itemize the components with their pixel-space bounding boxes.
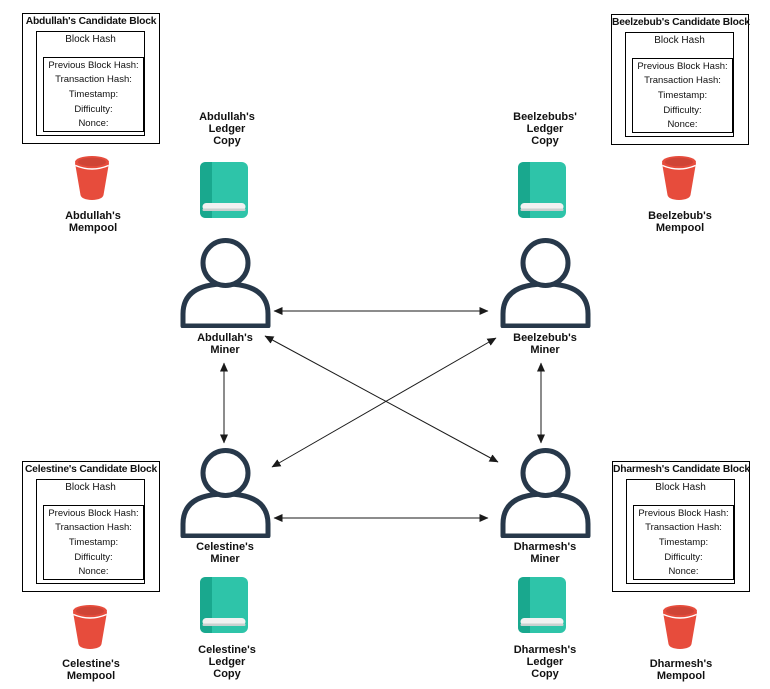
block-fields-box: Previous Block Hash: Transaction Hash: T…	[632, 58, 733, 133]
ledger-label-line: Ledger	[526, 656, 564, 668]
mempool-label-line: Beelzebub's	[648, 210, 712, 222]
mempool-icon-abdullah	[74, 155, 110, 201]
miner-icon-beelzebub	[500, 236, 592, 328]
field-transaction-hash: Transaction Hash:	[645, 522, 722, 534]
candidate-block-abdullah: Abdullah's Candidate Block Block Hash Pr…	[22, 13, 160, 144]
mempool-label-line: Mempool	[66, 670, 116, 682]
ledger-book-icon-abdullah	[200, 162, 248, 218]
mempool-label-line: Mempool	[68, 222, 118, 234]
candidate-block-title: Dharmesh's Candidate Block	[613, 464, 750, 475]
block-hash-label: Block Hash	[65, 34, 116, 45]
ledger-label-line: Ledger	[526, 123, 564, 135]
field-previous-block-hash: Previous Block Hash:	[48, 507, 139, 519]
ledger-label-abdullah: Abdullah's Ledger Copy	[199, 111, 255, 147]
ledger-book-icon-celestine	[200, 577, 248, 633]
block-fields-box: Previous Block Hash: Transaction Hash: T…	[43, 57, 144, 132]
miner-icon-abdullah	[180, 236, 272, 328]
ledger-label-line: Ledger	[208, 123, 246, 135]
arrow-beelzebub-celestine	[271, 337, 497, 468]
ledger-label-beelzebub: Beelzebubs' Ledger Copy	[513, 111, 577, 147]
field-previous-block-hash: Previous Block Hash:	[638, 507, 729, 519]
block-hash-box: Block Hash Previous Block Hash: Transact…	[36, 479, 145, 584]
candidate-block-title: Celestine's Candidate Block	[24, 464, 158, 475]
field-previous-block-hash: Previous Block Hash:	[48, 59, 139, 71]
mempool-label-dharmesh: Dharmesh's Mempool	[650, 658, 713, 682]
block-hash-box: Block Hash Previous Block Hash: Transact…	[625, 32, 734, 137]
ledger-label-dharmesh: Dharmesh's Ledger Copy	[514, 644, 577, 680]
mempool-label-celestine: Celestine's Mempool	[62, 658, 120, 682]
block-hash-label: Block Hash	[65, 482, 116, 493]
ledger-label-line: Abdullah's	[199, 111, 255, 123]
mempool-label-beelzebub: Beelzebub's Mempool	[648, 210, 712, 234]
miner-label-line: Miner	[530, 344, 560, 356]
field-timestamp: Timestamp:	[68, 536, 119, 548]
field-difficulty: Difficulty:	[74, 551, 113, 563]
field-nonce: Nonce:	[78, 566, 109, 578]
mempool-label-abdullah: Abdullah's Mempool	[65, 210, 121, 234]
miner-label-line: Celestine's	[196, 541, 254, 553]
field-difficulty: Difficulty:	[74, 103, 113, 115]
field-difficulty: Difficulty:	[664, 551, 703, 563]
miner-icon-celestine	[180, 446, 272, 538]
miner-label-line: Miner	[530, 553, 560, 565]
candidate-block-dharmesh: Dharmesh's Candidate Block Block Hash Pr…	[612, 461, 750, 592]
field-nonce: Nonce:	[78, 118, 109, 130]
field-transaction-hash: Transaction Hash:	[55, 74, 132, 86]
ledger-label-line: Ledger	[208, 656, 246, 668]
ledger-label-line: Beelzebubs'	[513, 111, 577, 123]
ledger-label-line: Copy	[531, 668, 559, 680]
mempool-icon-beelzebub	[661, 155, 697, 201]
miner-label-celestine: Celestine's Miner	[196, 541, 254, 565]
field-timestamp: Timestamp:	[658, 536, 709, 548]
ledger-label-line: Dharmesh's	[513, 644, 577, 656]
block-hash-box: Block Hash Previous Block Hash: Transact…	[626, 479, 735, 584]
ledger-label-line: Celestine's	[198, 644, 256, 656]
candidate-block-beelzebub: Beelzebub's Candidate Block Block Hash P…	[611, 14, 750, 145]
mempool-label-line: Celestine's	[62, 658, 120, 670]
ledger-book-icon-beelzebub	[518, 162, 566, 218]
ledger-label-line: Copy	[213, 668, 241, 680]
mempool-icon-celestine	[72, 604, 108, 650]
candidate-block-title: Abdullah's Candidate Block	[25, 16, 157, 27]
field-transaction-hash: Transaction Hash:	[55, 522, 132, 534]
miner-label-dharmesh: Dharmesh's Miner	[514, 541, 577, 565]
field-nonce: Nonce:	[668, 566, 699, 578]
ledger-label-celestine: Celestine's Ledger Copy	[198, 644, 256, 680]
miner-label-abdullah: Abdullah's Miner	[197, 332, 253, 356]
miner-label-line: Miner	[210, 553, 240, 565]
miner-label-beelzebub: Beelzebub's Miner	[513, 332, 577, 356]
field-timestamp: Timestamp:	[657, 89, 708, 101]
field-timestamp: Timestamp:	[68, 88, 119, 100]
block-fields-box: Previous Block Hash: Transaction Hash: T…	[43, 505, 144, 580]
field-transaction-hash: Transaction Hash:	[644, 75, 721, 87]
arrow-abdullah-dharmesh	[264, 335, 499, 463]
mempool-label-line: Dharmesh's	[649, 658, 713, 670]
block-hash-label: Block Hash	[655, 482, 706, 493]
miner-label-line: Beelzebub's	[513, 332, 577, 344]
field-difficulty: Difficulty:	[663, 104, 702, 116]
block-hash-label: Block Hash	[654, 35, 705, 46]
candidate-block-title: Beelzebub's Candidate Block	[612, 17, 750, 28]
miner-label-line: Dharmesh's	[513, 541, 577, 553]
field-previous-block-hash: Previous Block Hash:	[637, 60, 728, 72]
block-hash-box: Block Hash Previous Block Hash: Transact…	[36, 31, 145, 136]
mempool-label-line: Mempool	[655, 222, 705, 234]
ledger-label-line: Copy	[531, 135, 559, 147]
mempool-label-line: Abdullah's	[65, 210, 121, 222]
miner-label-line: Miner	[210, 344, 240, 356]
field-nonce: Nonce:	[667, 119, 698, 131]
mempool-label-line: Mempool	[656, 670, 706, 682]
block-fields-box: Previous Block Hash: Transaction Hash: T…	[633, 505, 734, 580]
ledger-book-icon-dharmesh	[518, 577, 566, 633]
ledger-label-line: Copy	[213, 135, 241, 147]
candidate-block-celestine: Celestine's Candidate Block Block Hash P…	[22, 461, 160, 592]
miner-label-line: Abdullah's	[197, 332, 253, 344]
mempool-icon-dharmesh	[662, 604, 698, 650]
miner-icon-dharmesh	[500, 446, 592, 538]
